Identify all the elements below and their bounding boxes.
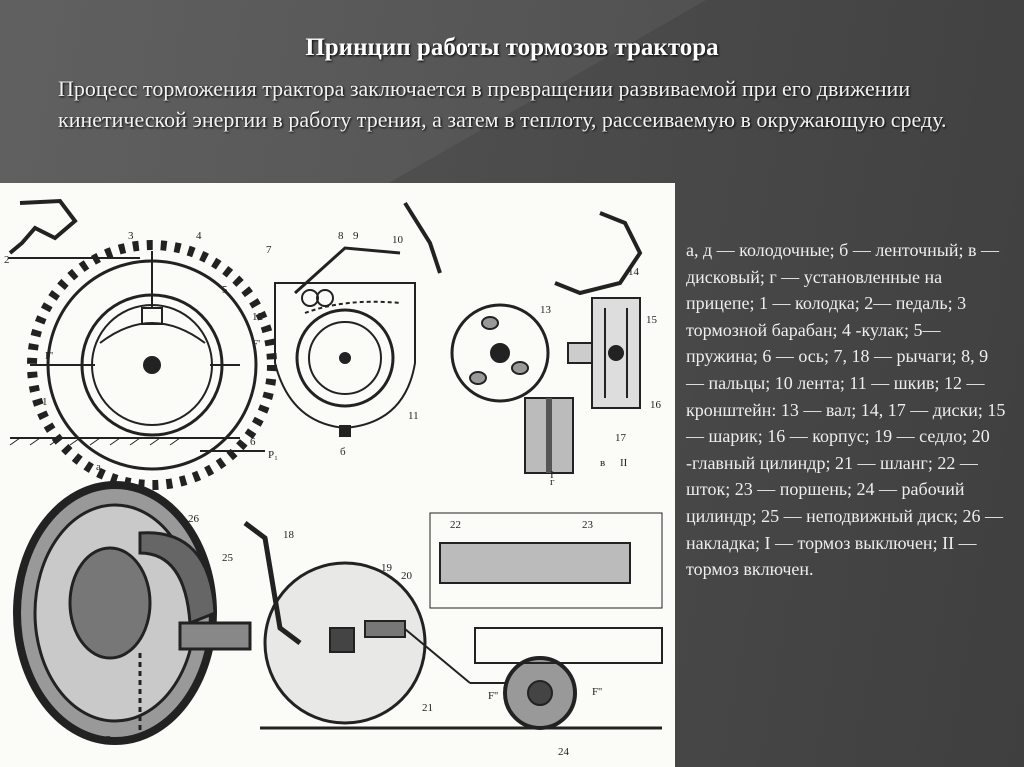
part-number-12: 12 — [252, 311, 263, 323]
part-number-9: 9 — [353, 230, 359, 242]
part-number-3: 3 — [128, 230, 134, 242]
panel-g-trailer-brake — [243, 512, 663, 730]
part-number-4: 4 — [196, 230, 202, 242]
panel-d-shoe-assembly — [13, 481, 252, 745]
state-label-on: II — [620, 457, 628, 469]
panel-v-disc-brake — [450, 211, 643, 474]
part-number-26: 26 — [188, 513, 200, 525]
slide-intro-text: Процесс торможения трактора заключается … — [58, 76, 947, 132]
figure-caption: а, д — колодочные; б — ленточный; в — ди… — [686, 240, 1006, 580]
part-number-21: 21 — [422, 702, 433, 714]
part-number-11: 11 — [408, 410, 419, 422]
force-label-trailer-right: F'' — [592, 686, 602, 698]
force-label-right: F' — [252, 338, 260, 350]
part-number-23: 23 — [582, 519, 594, 531]
part-number-13: 13 — [540, 304, 552, 316]
panel-label-g: г — [550, 476, 555, 488]
panel-label-a: а — [96, 461, 101, 473]
state-label-off: I — [550, 469, 554, 481]
part-number-6: 6 — [250, 436, 256, 448]
panel-a-shoe-brake — [8, 198, 277, 490]
part-number-24: 24 — [558, 746, 570, 758]
part-number-25: 25 — [222, 552, 234, 564]
slide-title: Принцип работы тормозов трактора — [305, 34, 719, 61]
part-number-16: 16 — [650, 399, 662, 411]
brake-diagram-figure: а б в г д 1 2 3 4 5 6 7 8 9 10 11 12 13 … — [0, 183, 675, 767]
panel-label-d: д — [105, 732, 111, 744]
panel-label-b: б — [340, 446, 346, 458]
part-number-7: 7 — [266, 244, 272, 256]
part-number-15: 15 — [646, 314, 658, 326]
part-number-5: 5 — [222, 284, 228, 296]
part-number-22: 22 — [450, 519, 461, 531]
part-number-19: 19 — [381, 562, 393, 574]
part-number-10: 10 — [392, 234, 404, 246]
part-number-20: 20 — [401, 570, 413, 582]
force-label-left: F' — [45, 350, 53, 362]
part-number-18: 18 — [283, 529, 295, 541]
part-number-1: 1 — [42, 396, 48, 408]
part-number-14: 14 — [628, 266, 640, 278]
panel-b-band-brake — [274, 201, 442, 437]
part-number-8: 8 — [338, 230, 344, 242]
force-label-p1: P₁ — [268, 449, 278, 461]
panel-label-v: в — [600, 457, 605, 469]
part-number-17: 17 — [615, 432, 627, 444]
part-number-2: 2 — [4, 254, 10, 266]
force-label-trailer-left: F'' — [488, 690, 498, 702]
brake-diagram-svg: а б в г д 1 2 3 4 5 6 7 8 9 10 11 12 13 … — [4, 198, 663, 758]
